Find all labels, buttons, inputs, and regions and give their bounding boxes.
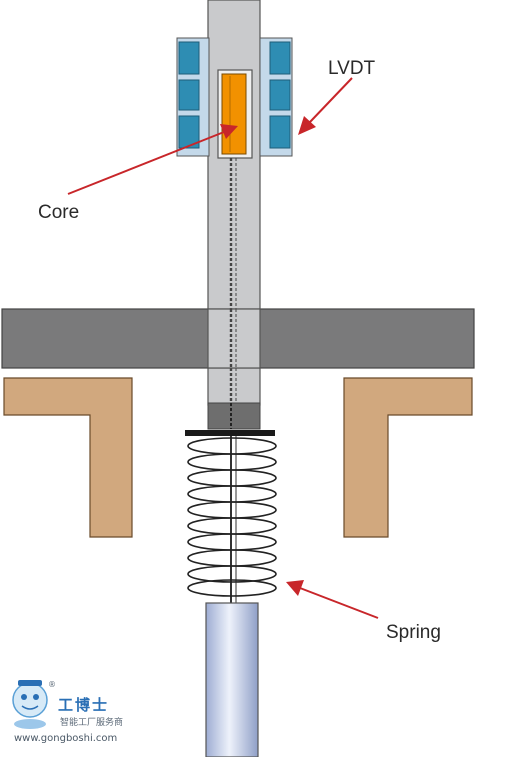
spring-arrow: [286, 580, 379, 619]
lvdt-arrow: [298, 77, 353, 135]
watermark-registered: ®: [48, 680, 56, 689]
core-label: Core: [38, 202, 80, 223]
lvdt-core: [221, 73, 247, 155]
lvdt-label: LVDT: [328, 58, 376, 79]
bracket-left: [3, 377, 133, 538]
shaft-collar: [207, 402, 261, 430]
watermark-brand: 工博士: [58, 696, 110, 714]
spring-seat: [185, 430, 275, 436]
spring-label: Spring: [386, 622, 441, 643]
watermark-tagline: 智能工厂服务商: [60, 718, 124, 728]
push-rod: [205, 602, 259, 757]
spring: [187, 437, 277, 597]
lvdt-coil-left: [176, 37, 210, 157]
lvdt-coil-right: [259, 37, 293, 157]
watermark-url: www.gongboshi.com: [14, 733, 118, 744]
core-arrow: [67, 124, 238, 195]
watermark-logo-icon: [12, 680, 48, 729]
bracket-right: [343, 377, 473, 538]
